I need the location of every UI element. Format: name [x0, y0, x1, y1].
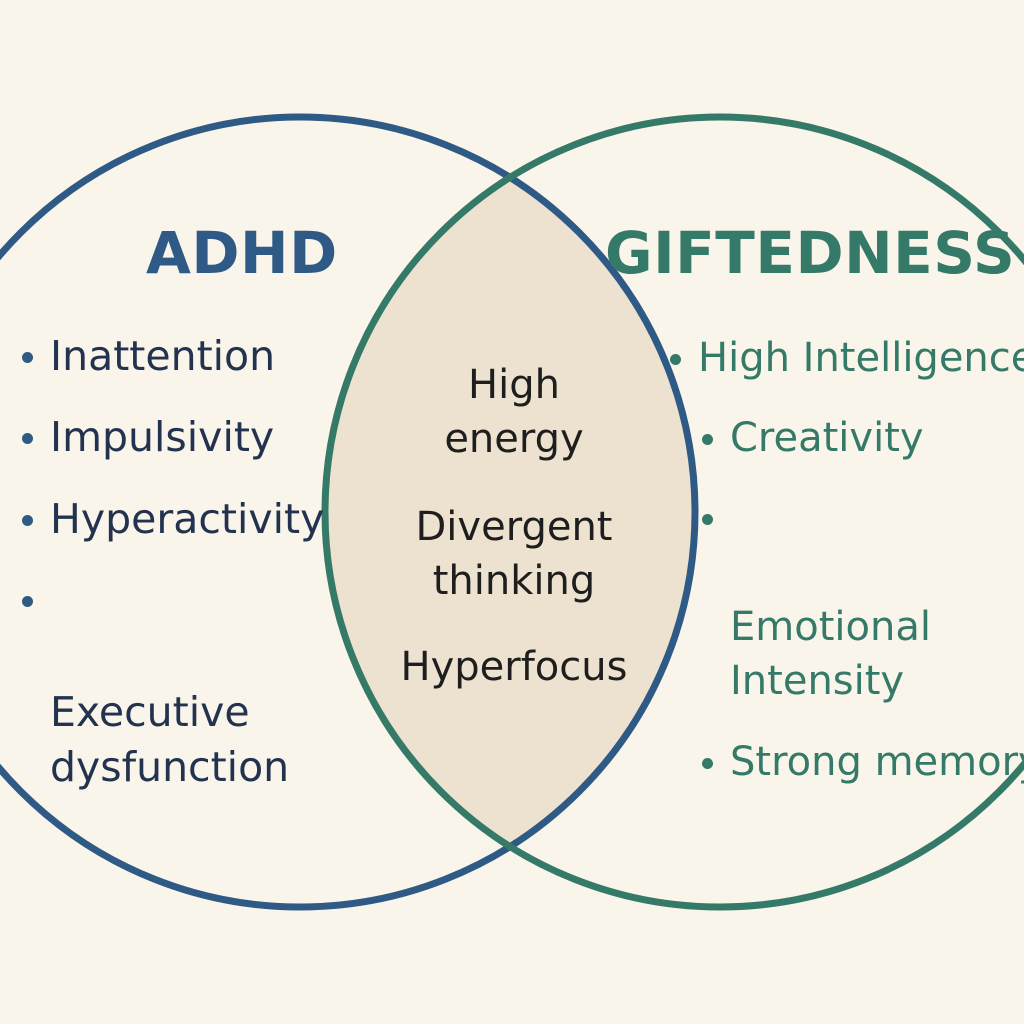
bullet-icon — [22, 433, 33, 445]
giftedness-trait-label: Emotional Intensity — [730, 604, 931, 704]
bullet-icon — [670, 354, 681, 365]
adhd-trait-list: Inattention Impulsivity Hyperactivity Ex… — [18, 330, 324, 795]
adhd-trait-item: Inattention — [18, 330, 324, 383]
bullet-icon — [702, 514, 713, 525]
overlap-item: High energy — [444, 362, 584, 462]
adhd-trait-label: Inattention — [50, 332, 276, 380]
bullet-icon — [22, 514, 33, 526]
giftedness-title: GIFTEDNESS — [605, 219, 1016, 287]
adhd-trait-label: Executive dysfunction — [50, 687, 290, 791]
bullet-icon — [22, 352, 33, 363]
adhd-trait-item: Impulsivity — [18, 411, 324, 464]
giftedness-trait-label: Creativity — [730, 415, 924, 461]
bullet-icon — [22, 595, 33, 607]
overlap-item: Divergent thinking — [415, 504, 613, 604]
giftedness-trait-label: High Intelligence — [698, 335, 1024, 381]
adhd-trait-label: Impulsivity — [50, 413, 275, 462]
giftedness-trait-item: High Intelligence — [666, 332, 1024, 384]
giftedness-trait-list: High Intelligence Creativity Emotional I… — [666, 332, 1024, 788]
adhd-trait-label: Hyperactivity — [50, 494, 325, 543]
overlap-item: Hyperfocus — [400, 644, 628, 690]
giftedness-trait-item: Creativity — [698, 412, 1024, 464]
adhd-trait-item: Hyperactivity — [18, 493, 324, 546]
giftedness-trait-item: Strong memory — [698, 736, 1024, 788]
overlap-region — [325, 117, 695, 907]
bullet-icon — [702, 758, 713, 769]
bullet-icon — [702, 434, 713, 445]
giftedness-circle — [321, 113, 1024, 911]
giftedness-trait-label: Strong memory — [730, 739, 1024, 785]
giftedness-trait-item: Emotional Intensity — [698, 492, 1024, 708]
adhd-trait-item: Executive dysfunction — [18, 574, 324, 795]
adhd-title: ADHD — [146, 219, 338, 287]
adhd-circle — [0, 113, 699, 911]
